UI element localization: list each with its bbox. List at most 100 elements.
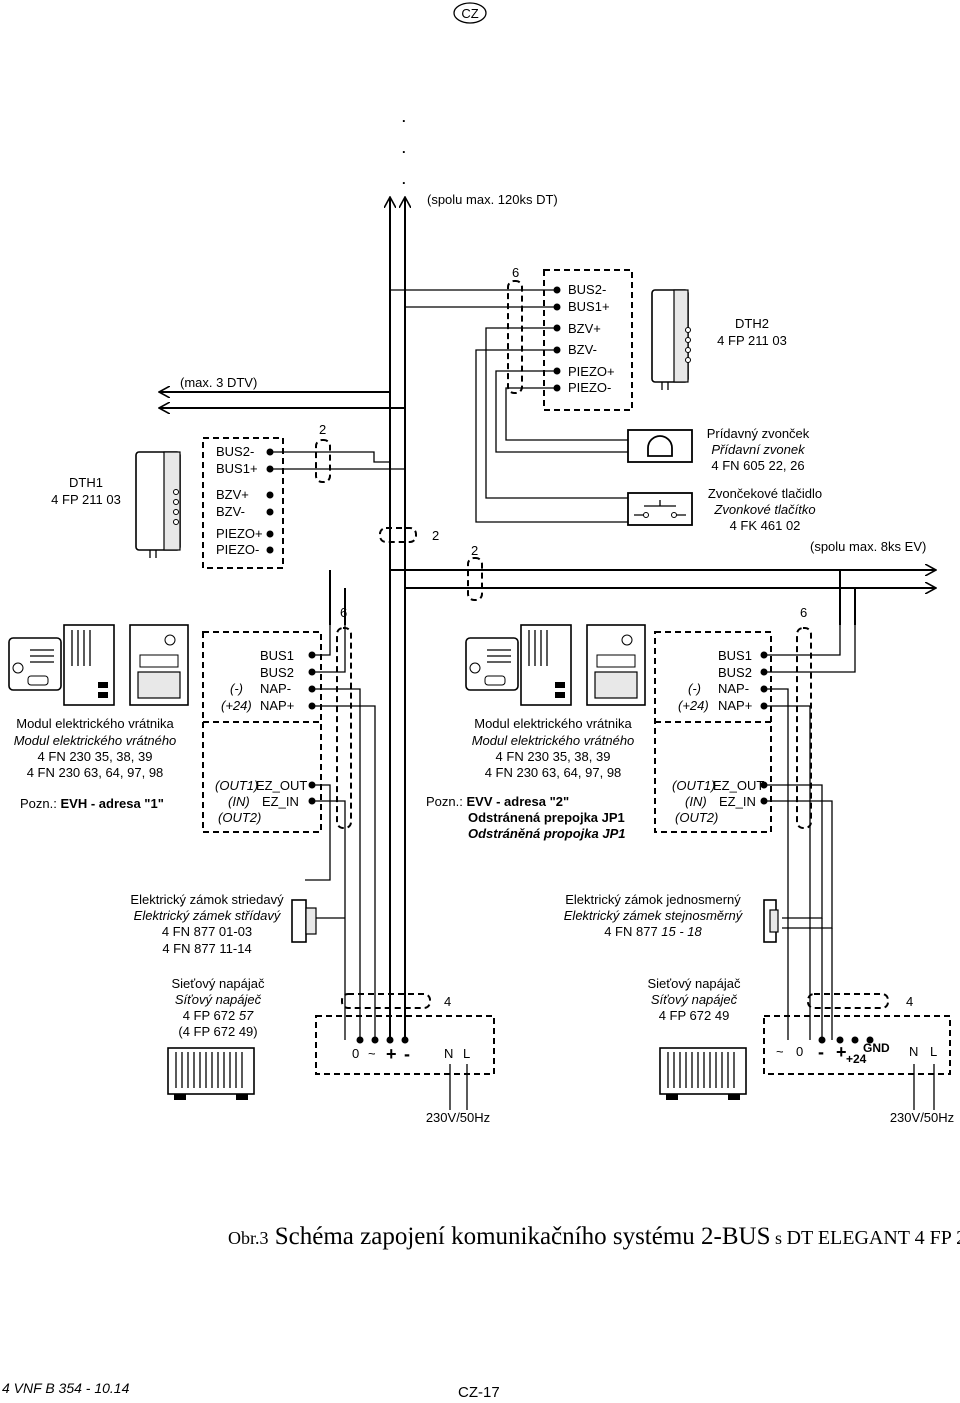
module-left-wire-napm: [312, 688, 361, 1040]
door-panel-left-icon: [8, 624, 189, 706]
psu-right-term-p24: +24: [846, 1052, 867, 1066]
bus-wire-count-b: 2: [471, 543, 478, 558]
dth1-terminal-piezo-minus: PIEZO-: [216, 542, 259, 557]
ellipsis-dot-1: .: [402, 110, 406, 125]
module-right-napp: NAP+: [718, 698, 752, 713]
psu-left-label-sk: Sieťový napájač: [171, 976, 265, 991]
dth1-terminal-bus2: BUS2-: [216, 444, 254, 459]
psu-left-term-0: 0: [352, 1046, 359, 1061]
dth1-handset-icon: [135, 451, 181, 558]
module-right-ezin: EZ_IN: [719, 794, 756, 809]
panel-left-note: Pozn.: EVH - adresa "1": [20, 796, 164, 811]
module-left-p24: (+24): [221, 698, 252, 713]
module-right-bus1: BUS1: [718, 648, 752, 663]
figure-caption: Obr.3 Schéma zapojení komunikačního syst…: [228, 1223, 960, 1250]
panel-right-label-cz: Modul elektrického vrátného: [472, 733, 635, 748]
panel-right-code2: 4 FN 230 63, 64, 97, 98: [485, 765, 622, 780]
psu-right-terminals: ~ 0 - + GND +24 N L: [763, 1015, 951, 1075]
dth1-terminal-bzv-minus: BZV-: [216, 504, 245, 519]
max-dt-note: (spolu max. 120ks DT): [427, 192, 558, 207]
panel-left-label-cz: Modul elektrického vrátného: [14, 733, 177, 748]
module-left-terminals: BUS1 BUS2 (-) NAP- (+24) NAP+ (OUT1) EZ_…: [202, 631, 322, 833]
module-right-terminals: BUS1 BUS2 (-) NAP- (+24) NAP+ (OUT1) EZ_…: [654, 631, 772, 833]
module-left-neg: (-): [230, 681, 243, 696]
psu-right-term-n: N: [909, 1044, 918, 1059]
ellipsis-dot-3: .: [402, 172, 406, 187]
dth2-terminal-block: 6 BUS2- BUS1+ BZV+ BZV- PIEZO+ PIEZO-: [507, 265, 633, 411]
module-left-ezout: EZ_OUT: [256, 778, 307, 793]
lock-right-label-cz: Elektrický zámek stejnosměrný: [564, 908, 744, 923]
lock-left-label-sk: Elektrický zámok striedavý: [130, 892, 284, 907]
dth1-wire-count: 2: [319, 422, 326, 437]
module-right-out2: (OUT2): [675, 810, 718, 825]
module-left-bus1: BUS1: [260, 648, 294, 663]
wire-piezo-plus: [495, 370, 628, 453]
module-left-bus2: BUS2: [260, 665, 294, 680]
lock-left-label-cz: Elektrický zámek střídavý: [134, 908, 282, 923]
panel-right-note2: Odstránená prepojka JP1: [468, 810, 625, 825]
psu-right-mains: 230V/50Hz: [890, 1110, 954, 1125]
push-button-icon: [627, 492, 693, 526]
module-right-napm: NAP-: [718, 681, 749, 696]
dth1-name: DTH1: [69, 475, 103, 490]
module-left-napm: NAP-: [260, 681, 291, 696]
module-right-ezout: EZ_OUT: [713, 778, 764, 793]
bell-icon: [627, 429, 693, 463]
bus-wire-count-a: 2: [432, 528, 439, 543]
button-label-cz: Zvonkové tlačítko: [713, 502, 815, 517]
psu-right-code: 4 FP 672 49: [659, 1008, 730, 1023]
psu-left-label-cz: Síťový napáječ: [175, 992, 262, 1007]
module-left-napp: NAP+: [260, 698, 294, 713]
button-label-sk: Zvončekové tlačidlo: [708, 486, 822, 501]
module-right-out1: (OUT1): [672, 778, 715, 793]
psu-right-term-plus: +: [836, 1042, 847, 1062]
dth1-code: 4 FP 211 03: [51, 492, 121, 507]
module-right-neg: (-): [688, 681, 701, 696]
language-badge-text: CZ: [461, 6, 478, 21]
dth2-terminal-bus1: BUS1+: [568, 299, 610, 314]
dth1-terminal-block: BUS2- BUS1+ BZV+ BZV- PIEZO+ PIEZO-: [202, 437, 284, 569]
panel-left-code1: 4 FN 230 35, 38, 39: [38, 749, 153, 764]
bell-code: 4 FN 605 22, 26: [711, 458, 804, 473]
dth2-terminal-piezo-plus: PIEZO+: [568, 364, 615, 379]
panel-left-label-sk: Modul elektrického vrátnika: [16, 716, 174, 731]
panel-right-label-sk: Modul elektrického vrátnika: [474, 716, 632, 731]
wire-bzv-minus: [475, 349, 628, 523]
module-left-out2: (OUT2): [218, 810, 261, 825]
dth1-terminal-piezo-plus: PIEZO+: [216, 526, 263, 541]
bell-label-cz: Přídavní zvonek: [711, 442, 806, 457]
footer-page-number: CZ-17: [458, 1384, 500, 1401]
psu-left-term-n: N: [444, 1046, 453, 1061]
module-right-in: (IN): [685, 794, 707, 809]
module-right-bus2: BUS2: [718, 665, 752, 680]
psu-right-label-cz: Síťový napáječ: [651, 992, 738, 1007]
panel-right-note: Pozn.: EVV - adresa "2": [426, 794, 569, 809]
module-right-wire-count: 6: [800, 605, 807, 620]
dth2-terminal-bzv-plus: BZV+: [568, 321, 601, 336]
psu-left-term-plus: +: [386, 1044, 397, 1064]
dth2-handset-icon: [651, 289, 691, 390]
module-left-ezin: EZ_IN: [262, 794, 299, 809]
psu-left-code2: (4 FP 672 49): [178, 1024, 257, 1039]
door-panel-right-icon: [465, 624, 646, 706]
bell-label-sk: Prídavný zvonček: [707, 426, 810, 441]
module-left-out1: (OUT1): [215, 778, 258, 793]
psu-left-term-l: L: [463, 1046, 470, 1061]
language-badge: CZ: [453, 2, 487, 24]
dth2-terminal-bus2: BUS2-: [568, 282, 606, 297]
psu-right-term-0: 0: [796, 1044, 803, 1059]
max-ev-note: (spolu max. 8ks EV): [810, 539, 926, 554]
psu-right-term-gnd: GND: [863, 1041, 890, 1055]
psu-left-icon: [167, 1047, 255, 1100]
dth1-terminal-bzv-plus: BZV+: [216, 487, 249, 502]
module-left-wire-napp: [312, 705, 376, 1040]
door-lock-left-icon: [291, 899, 317, 943]
wire-piezo-minus: [505, 387, 628, 441]
psu-left-terminals: 0 ~ + - N L: [315, 1015, 495, 1075]
lock-right-label-sk: Elektrický zámok jednosmerný: [565, 892, 741, 907]
wire-bzv-plus: [485, 327, 628, 499]
psu-right-term-l: L: [930, 1044, 937, 1059]
panel-left-code2: 4 FN 230 63, 64, 97, 98: [27, 765, 164, 780]
dth2-terminal-piezo-minus: PIEZO-: [568, 380, 611, 395]
psu-left-code1: 4 FP 672 57: [183, 1008, 254, 1023]
